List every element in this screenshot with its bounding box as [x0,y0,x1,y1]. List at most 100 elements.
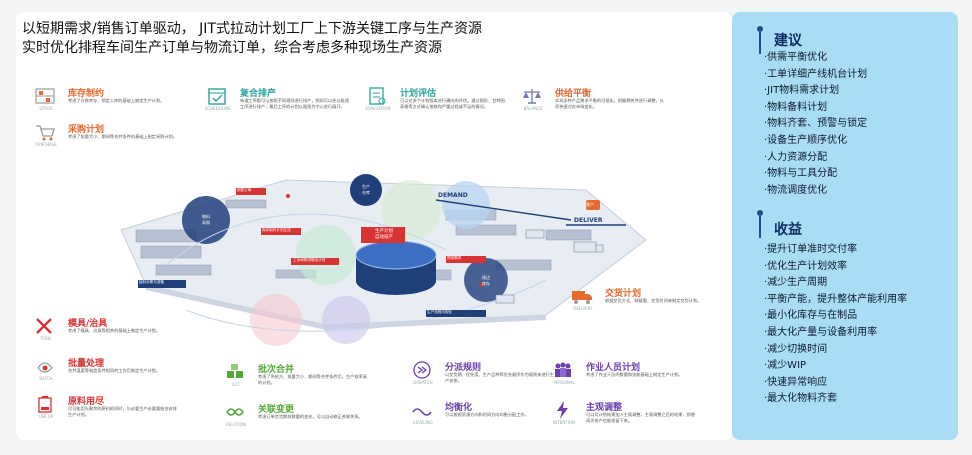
block-desc: 可以按照资源方向和时间方向均衡分配工作。 [445,412,529,417]
truck-icon [572,291,592,304]
list-item: ·最小化库存与在制品 [764,310,858,322]
timeline-line [759,32,761,54]
leveling-icon [412,408,432,416]
block-title: 供给平衡 [555,89,592,99]
list-item: ·平衡产能，提升整体产能利用率 [764,293,908,305]
icon-caption: LEVELING [413,420,433,425]
battery-icon [38,396,52,413]
boxes-icon [227,364,243,378]
block-desc: 尽可能用光剩余的原料的同时，与必要生产必要量结合安排生产计划。 [68,406,177,417]
list-item: ·设备生产顺序优化 [764,134,848,146]
section-title-benefits: 收益 [774,222,802,238]
block-title: 原料用尽 [68,397,105,407]
icon-caption: SCHEDULING [204,106,232,111]
block-desc: 根据交货方式、装载量、交货时间来制定交货计划。 [605,298,702,303]
icon-caption: BALANCE [523,106,543,111]
factory-diagram: DEMAND DELIVER 生产计划 自动排产 物料 采购 生产 仓库 线边 … [26,80,726,435]
block-title: 分派规则 [445,363,482,373]
block-title: 交货计划 [605,289,642,299]
list-item: ·物流调度优化 [764,184,828,196]
node-label-4: 客户 [586,202,594,207]
shelf-icon [35,88,55,104]
scale-icon [523,89,541,104]
headline: 以短期需求/销售订单驱动， JIT式拉动计划工厂上下游关键工序与生产资源 实时优… [22,20,482,58]
block-desc: 考虑了仓库库存、预定入库的基础上制定生产计划。 [68,98,165,103]
list-item: ·工单详细产线机台计划 [764,68,868,80]
block-title: 采购计划 [68,125,105,135]
people-icon [555,362,571,377]
node-label-3: 生产 仓库 [362,184,370,195]
block-desc: 考虑了模具、治具等相关的基础上制定生产计划。 [68,328,161,333]
report-icon [369,87,386,105]
list-item: ·减少切换时间 [764,343,828,355]
icon-caption: PERSONAL [553,380,575,385]
timeline-dot [757,210,763,216]
timeline-dot [757,26,763,32]
list-item: ·物料齐套、预警与锁定 [764,118,868,130]
list-item: ·JIT物料需求计划 [764,85,840,97]
list-item: ·优化生产计划效率 [764,260,848,272]
benefits-list: ·提升订单准时交付率 ·优化生产计划效率 ·减少生产周期 ·平衡产能，提升整体产… [764,242,907,408]
calendar-check-icon [208,88,226,105]
solution-panel: 以短期需求/销售订单驱动， JIT式拉动计划工厂上下游关键工序与生产资源 实时优… [16,12,732,440]
center-label: 生产计划 自动排产 [375,229,393,240]
block-desc: 可以对计划结果加入主观调整，主观调整之后的结果，即便再次排产也能保留下来。 [586,412,695,423]
block-desc: 考虑订单交货期前数量的变化，可以自动修正关联关系。 [258,414,363,419]
list-item: ·供需平衡优化 [764,52,828,63]
icon-caption: STOCK [39,106,53,111]
icon-caption: BATCH [39,376,53,381]
list-item: ·减少生产周期 [764,277,828,289]
headline-line-2: 实时优化排程车间生产订单与物流订单，综合考虑多种现场生产资源 [22,40,442,56]
list-item: ·物料备料计划 [764,101,828,113]
list-item: ·快速异常响应 [764,376,828,388]
tag-4: 预测需求 [447,256,462,260]
node-label-1: 物料 采购 [202,214,210,225]
block-desc: 实现多种产品需求平衡的可视化，把握拥挤并进行调整，从而快速对应市场变化。 [555,98,664,109]
list-item: ·最大化产量与设备利用率 [764,326,878,338]
list-item: ·最大化物料齐套 [764,393,838,405]
lightning-icon [557,401,568,419]
icon-caption: TOOL [40,336,52,341]
block-title: 批次合并 [258,365,295,375]
factory-illustration [120,174,647,346]
icon-caption: RELATION [226,422,246,427]
dispatch-icon [413,361,431,379]
deliver-label: DELIVER [574,217,603,224]
tag-5: 缺料对策与准备 [139,280,165,284]
cart-icon [36,125,55,141]
list-item: ·物料与工具分配 [764,168,838,180]
section-title-suggestions: 建议 [774,33,802,49]
icon-caption: PURCHASE [35,142,57,147]
tag-1: 库存制约计划生成 [262,228,291,232]
timeline-line [759,216,761,238]
icon-caption: DELIVERY [573,306,593,311]
block-desc: 每道工序都可以按照不同规则进行排产，例如可以先以瓶颈工序进行排产，最后工序的计划… [240,98,349,109]
block-desc: 考虑了作业人员的数量和技能基础上制定生产计划。 [586,372,683,377]
block-title: 模具/治具 [68,319,108,329]
block-title: 关联变更 [258,405,295,415]
icon-caption: INTENTION [553,420,575,425]
tag-2: 工序间物流联动计划 [293,258,326,262]
block-desc: 以交货期、优先度、生产品种等优先顺序作为规则来进行生产安排。 [445,372,554,383]
icon-caption: LOT [232,382,240,387]
link-icon [226,408,244,416]
block-title: 复合排产 [240,89,277,99]
sidebar: 建议 ·供需平衡优化 ·工单详细产线机台计划 ·JIT物料需求计划 ·物料备料计… [732,12,958,440]
block-desc: 考虑了供给方、批量大小、期间等合并条件后，生产效率高的计划。 [258,374,367,385]
list-item: ·提升订单准时交付率 [764,244,858,255]
headline-line-1: 以短期需求/销售订单驱动， JIT式拉动计划工厂上下游关键工序与生产资源 [22,21,482,37]
block-title: 作业人员计划 [586,363,641,373]
block-title: 批量处理 [68,359,105,369]
block-desc: 合并温度等制造条件相同的工作后制定生产计划。 [68,368,161,373]
icon-caption: DISPATCH [413,380,433,385]
icon-caption: USE UP [38,414,54,419]
block-desc: 考虑了批量大小、期间等合并条件的基础上制定采购计划。 [68,134,177,139]
batch-icon [37,362,53,373]
list-item: ·减少WIP [764,360,807,372]
list-item: ·人力资源分配 [764,151,828,163]
icon-caption: EVALUATION [365,106,391,111]
block-title: 计划评估 [400,89,437,99]
tag-3: 生产流程可视化 [427,310,453,314]
suggestions-list: ·供需平衡优化 ·工单详细产线机台计划 ·JIT物料需求计划 ·物料备料计划 ·… [764,50,867,199]
block-title: 均衡化 [445,403,473,413]
